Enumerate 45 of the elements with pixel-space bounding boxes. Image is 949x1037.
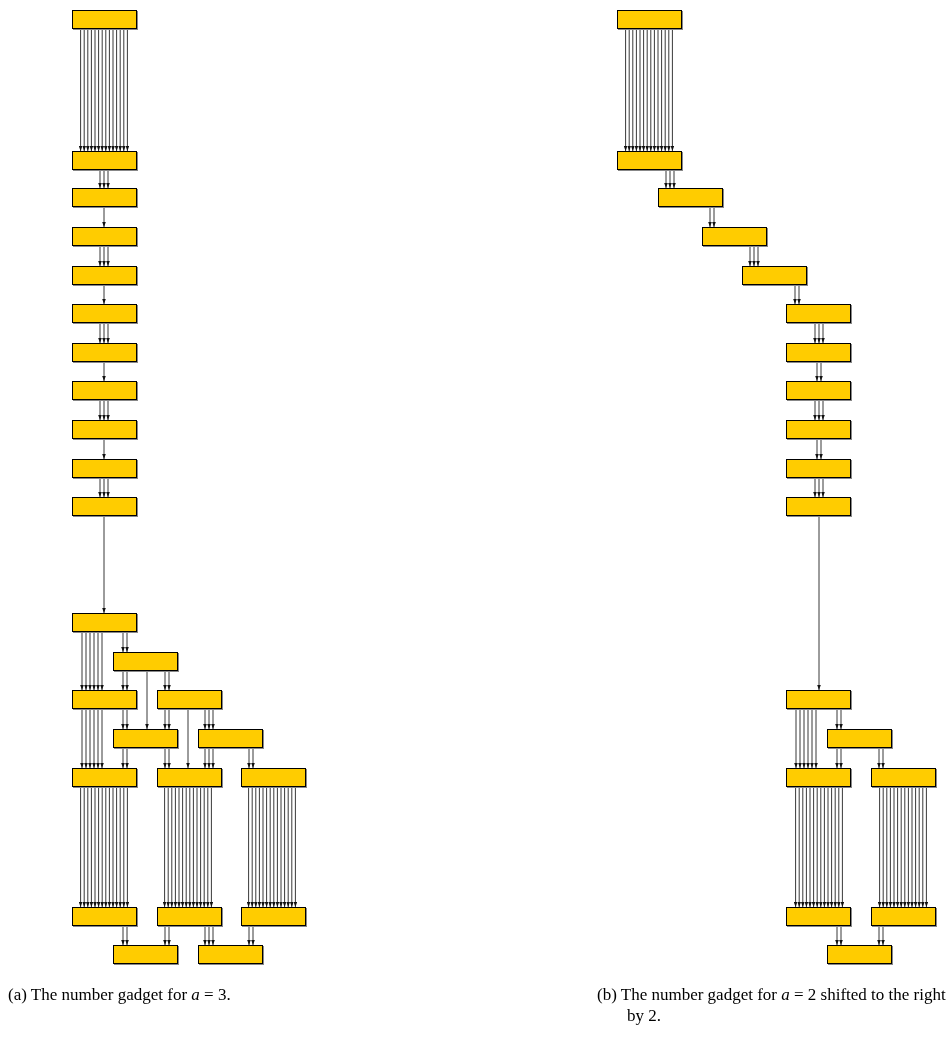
gadget-box xyxy=(617,151,682,170)
gadget-box xyxy=(113,945,178,964)
gadget-box xyxy=(72,381,137,400)
gadget-box xyxy=(786,907,851,926)
gadget-box xyxy=(72,227,137,246)
gadget-box xyxy=(157,768,222,787)
gadget-box xyxy=(157,907,222,926)
figure-caption: (a) The number gadget for a = 3. xyxy=(8,984,232,1005)
gadget-box xyxy=(72,10,137,29)
gadget-box xyxy=(72,304,137,323)
figure-caption: (b) The number gadget for a = 2 shifted to the right by 2. xyxy=(597,984,947,1026)
gadget-box xyxy=(786,690,851,709)
gadget-box xyxy=(786,381,851,400)
gadget-box xyxy=(786,420,851,439)
gadget-box xyxy=(198,945,263,964)
gadget-box xyxy=(72,459,137,478)
gadget-box xyxy=(871,907,936,926)
gadget-box xyxy=(617,10,682,29)
gadget-box xyxy=(786,304,851,323)
gadget-box xyxy=(72,151,137,170)
gadget-box xyxy=(241,907,306,926)
gadget-box xyxy=(72,497,137,516)
gadget-box xyxy=(786,343,851,362)
gadget-box xyxy=(198,729,263,748)
gadget-box xyxy=(702,227,767,246)
gadget-box xyxy=(72,420,137,439)
gadget-box xyxy=(827,729,892,748)
gadget-box xyxy=(72,907,137,926)
gadget-box xyxy=(113,729,178,748)
gadget-box xyxy=(827,945,892,964)
gadget-box xyxy=(157,690,222,709)
gadget-box xyxy=(786,768,851,787)
gadget-box xyxy=(742,266,807,285)
gadget-box xyxy=(72,613,137,632)
gadget-box xyxy=(241,768,306,787)
gadget-box xyxy=(72,768,137,787)
gadget-box xyxy=(72,188,137,207)
gadget-box xyxy=(72,266,137,285)
gadget-box xyxy=(658,188,723,207)
gadget-box xyxy=(786,459,851,478)
gadget-box xyxy=(786,497,851,516)
gadget-box xyxy=(72,343,137,362)
gadget-box xyxy=(72,690,137,709)
gadget-box xyxy=(871,768,936,787)
gadget-box xyxy=(113,652,178,671)
